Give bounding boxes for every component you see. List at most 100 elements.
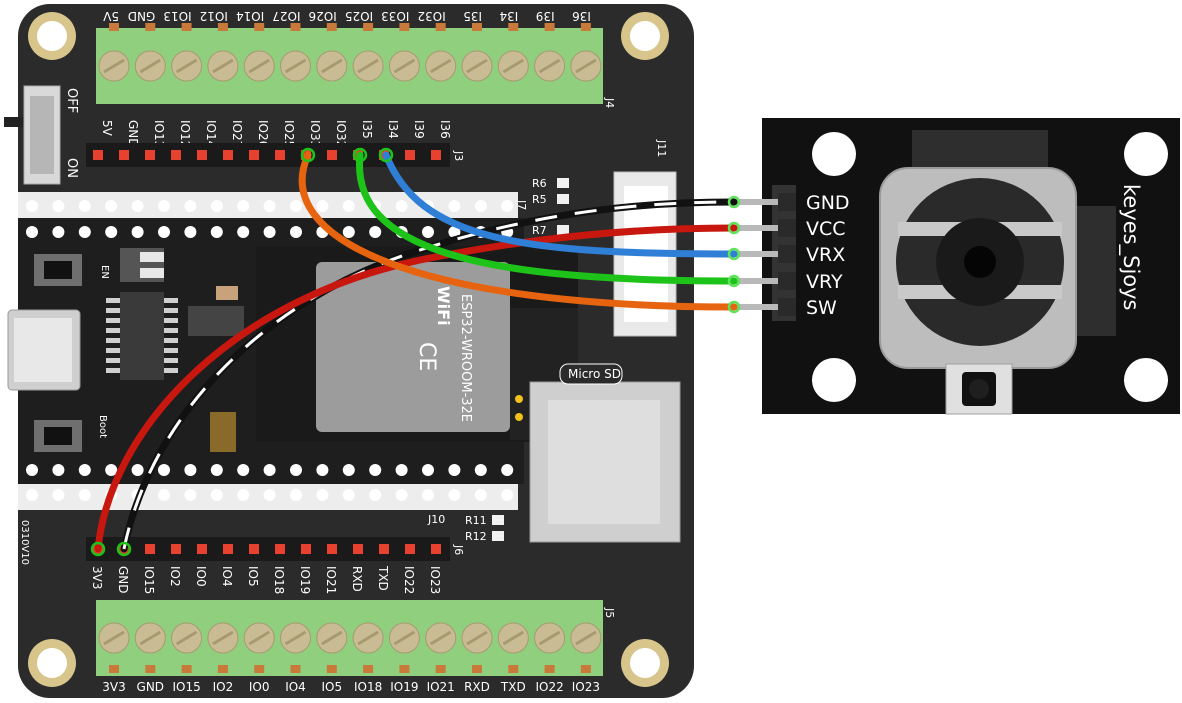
terminal-screw[interactable] [352,622,384,654]
header-pin[interactable] [171,150,181,160]
header-pin[interactable] [379,544,389,554]
terminal-screw[interactable] [243,50,275,82]
header-pin[interactable] [431,544,441,554]
header-pin[interactable] [275,544,285,554]
header-pin[interactable] [119,150,129,160]
terminal-screw[interactable] [461,50,493,82]
terminal-screw[interactable] [207,50,239,82]
header-pin[interactable] [223,544,233,554]
terminal-screw[interactable] [98,622,130,654]
header-pin[interactable] [353,544,363,554]
terminal-screw[interactable] [570,50,602,82]
joystick-pin [732,251,784,257]
terminal-pad [290,23,301,31]
switch-off-label: OFF [64,88,79,113]
terminal-screw[interactable] [497,50,529,82]
mounting-hole [812,358,856,402]
wire-sw [298,151,738,311]
header-pin[interactable] [301,544,311,554]
header-pin[interactable] [145,544,155,554]
terminal-pad [435,23,446,31]
terminal-screw[interactable] [134,622,166,654]
terminal-screw[interactable] [425,50,457,82]
devboard-pin [369,464,382,476]
header-label-bottom: IO5 [246,566,260,587]
terminal-screw[interactable] [425,622,457,654]
terminal-screw[interactable] [171,622,203,654]
terminal-pad [254,665,265,673]
header-label-bottom: IO21 [324,566,338,594]
header-label-top: IO25 [282,120,296,148]
header-pin[interactable] [275,150,285,160]
terminal-screw[interactable] [98,50,130,82]
terminal-screw[interactable] [497,622,529,654]
terminal-screw[interactable] [388,50,420,82]
terminal-screw[interactable] [388,622,420,654]
mounting-hole [28,12,76,60]
header-pin[interactable] [405,150,415,160]
devboard-pin [210,464,223,476]
terminal-pad [363,23,374,31]
devboard-pin [448,226,461,238]
terminal-screws-bottom [98,622,602,673]
terminal-screw[interactable] [461,622,493,654]
header-label-top: IO26 [256,120,270,148]
header-pin[interactable] [197,150,207,160]
terminal-screw[interactable] [352,50,384,82]
terminal-screw[interactable] [207,622,239,654]
terminal-screw[interactable] [280,50,311,82]
joystick-pin-label: VRY [806,271,843,293]
terminal-pad [145,23,156,31]
terminal-label-top: I39 [536,9,555,23]
joystick-pin [732,225,784,231]
header-pin[interactable] [431,150,441,160]
terminal-pad [181,23,192,31]
terminal-screw[interactable] [570,622,602,654]
wire-end [727,247,741,261]
terminal-screw[interactable] [134,50,166,82]
terminal-label-top: IO26 [309,9,337,23]
joystick-pin-socket [778,298,796,316]
en-button[interactable] [34,254,82,286]
terminal-label-bottom: IO4 [285,680,306,694]
terminal-screw[interactable] [316,50,348,82]
header-pin[interactable] [223,150,233,160]
mounting-hole [812,132,856,176]
devboard-pin [237,200,250,212]
chip-legs [106,298,178,373]
micro-sd-label: Micro SD [568,367,621,381]
joystick-top-mount [912,130,1048,174]
boot-button[interactable] [34,420,82,452]
header-pin[interactable] [327,150,337,160]
mounting-hole [1124,358,1168,402]
header-pin[interactable] [171,544,181,554]
devboard-pin [395,489,408,501]
header-pin[interactable] [327,544,337,554]
header-pin[interactable] [405,544,415,554]
terminal-screw[interactable] [171,50,203,82]
terminal-screw[interactable] [316,622,348,654]
header-label-top: 5V [100,120,114,137]
terminal-pad [254,23,265,31]
r5-label: R5 [532,193,547,206]
header-label-top: IO13 [152,120,166,148]
header-pin[interactable] [93,150,103,160]
terminal-screw[interactable] [280,622,311,654]
terminal-screw[interactable] [243,622,275,654]
r12 [492,531,504,541]
terminal-pad [109,665,119,673]
header-pin[interactable] [249,544,259,554]
joystick-push-button-cap [969,379,989,399]
header-pin[interactable] [197,544,207,554]
header-label-top: IO32 [334,120,348,148]
terminal-screw[interactable] [534,622,566,654]
header-pin[interactable] [145,150,155,160]
header-pin[interactable] [249,150,259,160]
terminal-screw[interactable] [534,50,566,82]
wire-vrx [382,151,738,258]
regulator [188,306,244,336]
terminal-pad [472,23,482,31]
terminal-label-top: GND [128,9,156,23]
capacitor [210,412,236,452]
